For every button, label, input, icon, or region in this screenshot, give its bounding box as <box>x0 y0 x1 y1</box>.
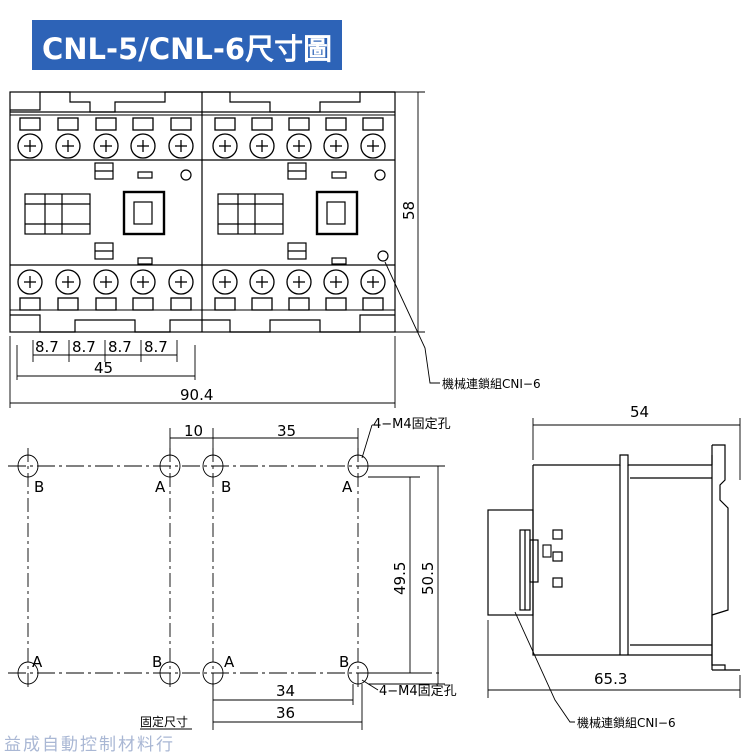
label-b-3: B <box>152 653 162 671</box>
label-a-2: A <box>342 478 353 496</box>
top-view-dim-labels: 8.7 8.7 8.7 8.7 45 90.4 58 機械連鎖組CNI−6 <box>35 201 541 404</box>
lower-terminal-screws <box>17 269 386 311</box>
dim-65-3: 65.3 <box>594 670 627 688</box>
dim-10: 10 <box>184 422 203 440</box>
mount-hole <box>17 454 39 478</box>
label-b-4: B <box>339 653 349 671</box>
label-b-1: B <box>34 478 44 496</box>
dim-height: 58 <box>400 201 418 220</box>
interlock-module <box>487 509 534 616</box>
hole-note-bottom: 4−M4固定孔 <box>379 684 457 699</box>
top-view-callout: 機械連鎖組CNI−6 <box>442 376 541 391</box>
title-banner: CNL-5/CNL-6尺寸圖 <box>32 20 342 70</box>
watermark-text: 益成自動控制材料行 <box>4 735 175 755</box>
mount-hole <box>17 661 39 685</box>
dim-pitch-4: 8.7 <box>144 338 168 356</box>
mounting-diagram <box>8 424 445 730</box>
dim-49-5: 49.5 <box>391 562 409 595</box>
right-unit-face <box>217 162 389 265</box>
contactor-top-view <box>9 91 396 333</box>
contactor-side-view <box>487 444 740 671</box>
mounting-caption: 固定尺寸 <box>140 714 188 729</box>
mount-hole <box>159 661 181 685</box>
side-view-labels: 54 65.3 機械連鎖組CNI−6 <box>577 403 676 730</box>
upper-terminal-screws <box>17 117 386 159</box>
dim-total-width: 90.4 <box>180 386 213 404</box>
label-b-2: B <box>221 478 231 496</box>
mounting-labels: 10 35 4−M4固定孔 B A B A A B A B 49.5 50.5 … <box>32 417 457 729</box>
top-view-dimensions <box>9 91 440 408</box>
label-a-4: A <box>224 653 235 671</box>
label-a-3: A <box>32 653 43 671</box>
dim-54: 54 <box>630 403 649 421</box>
dim-34: 34 <box>276 682 295 700</box>
dim-35: 35 <box>277 422 296 440</box>
dim-pitch-2: 8.7 <box>72 338 96 356</box>
left-unit-face <box>24 162 192 265</box>
label-a-1: A <box>155 478 166 496</box>
dim-pitch-3: 8.7 <box>108 338 132 356</box>
dim-36: 36 <box>276 704 295 722</box>
side-view-callout: 機械連鎖組CNI−6 <box>577 715 676 730</box>
interlock-point <box>377 250 389 262</box>
hole-note-top: 4−M4固定孔 <box>373 417 451 432</box>
page-title: CNL-5/CNL-6尺寸圖 <box>42 32 333 66</box>
side-view-dimensions <box>487 418 741 723</box>
dim-50-5: 50.5 <box>419 562 437 595</box>
dim-45: 45 <box>94 359 113 377</box>
dim-pitch-1: 8.7 <box>35 338 59 356</box>
